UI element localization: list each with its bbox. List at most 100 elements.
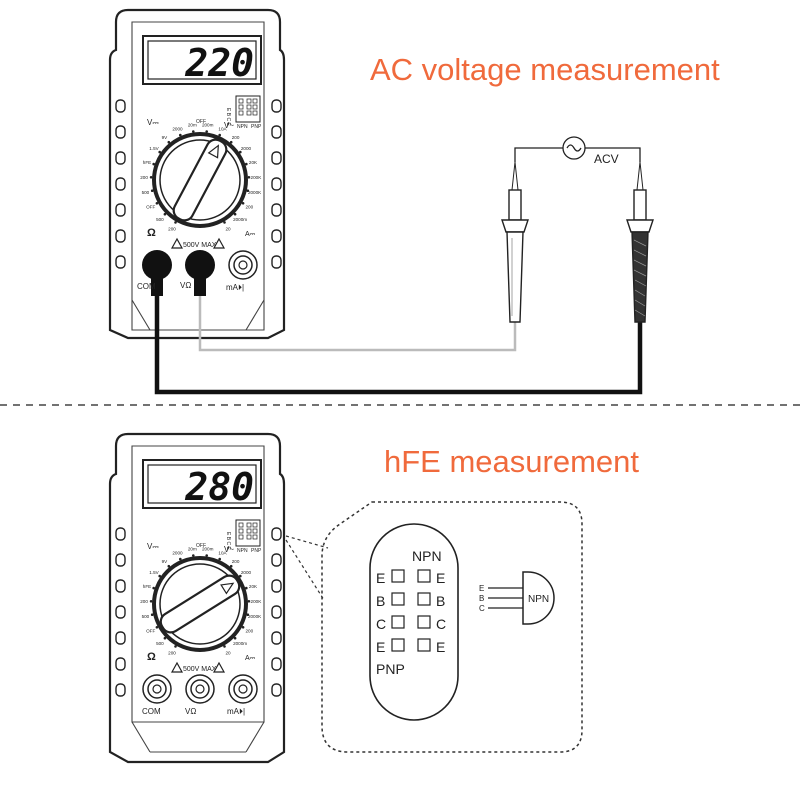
multimeter-top: 220 E B C E NPN PNP V⎓ V~ OFF (108, 8, 286, 340)
ohm-label: Ω (147, 227, 156, 239)
vohm-label: VΩ (185, 707, 196, 716)
warning-icon (170, 661, 184, 673)
dial-scale-label: 9V (162, 559, 169, 564)
dial-tick (179, 133, 182, 137)
dial-scale-label: 200 (140, 175, 148, 180)
ma-label: mA⏵| (227, 707, 245, 716)
dial-scale-label: 2000 (241, 146, 252, 151)
ma-jack[interactable] (228, 674, 258, 704)
ma-label: mA⏵| (226, 283, 244, 292)
warning-icon (170, 237, 184, 249)
vohm-jack[interactable] (185, 674, 215, 704)
socket-hole (391, 569, 405, 583)
dial-tick (229, 140, 233, 144)
dial-tick (179, 557, 182, 561)
socket-pnp-label: PNP (251, 124, 262, 130)
socket-hole (417, 569, 431, 583)
dial-tick (155, 626, 159, 629)
dial-tick (223, 645, 226, 648)
socket-pin-label: B (376, 593, 385, 609)
off-label: OFF (196, 543, 206, 549)
dial-tick (149, 176, 153, 179)
dial-scale-label: 200 (245, 205, 253, 210)
meter-feet (131, 721, 265, 753)
dial-scale-label: 20 (225, 227, 231, 232)
lcd-reading: 280 (184, 465, 254, 509)
dial-tick (246, 613, 250, 616)
side-grips (115, 527, 282, 697)
socket-pnp-label: PNP (251, 548, 262, 554)
dial-scale-label: 500 (142, 614, 150, 619)
vohm-jack[interactable] (185, 250, 215, 296)
socket-hole (391, 592, 405, 606)
warning-icon (212, 661, 226, 673)
probe-light (501, 161, 529, 323)
dial-tick (205, 130, 208, 133)
callout-bubble (321, 501, 583, 753)
dial-tick (150, 613, 154, 616)
title-ac-voltage: AC voltage measurement (370, 52, 720, 87)
dial-scale-label: 2000m (233, 217, 247, 222)
dial-scale-label: hFE (143, 584, 151, 589)
socket-hole (417, 615, 431, 629)
dial-scale-label: 200 (168, 227, 176, 232)
dial-tick (229, 564, 233, 568)
dial-tick (167, 564, 171, 568)
dial-scale-label: OFF (146, 629, 155, 634)
transistor-pin-labels: EBC (479, 584, 485, 613)
dial-scale-label: 200 (140, 599, 148, 604)
dial-tick (245, 162, 248, 166)
socket-pnp-label: PNP (376, 661, 405, 677)
dial-tick (239, 150, 242, 154)
ac-source-icon (562, 136, 586, 160)
vdc-label: V⎓ (147, 118, 159, 127)
dial-tick (152, 162, 155, 166)
dial-tick (247, 176, 251, 179)
dial-knob[interactable] (171, 136, 230, 223)
socket-npn-label: NPN (237, 548, 248, 554)
rotary-dial[interactable] (152, 132, 248, 228)
dial-tick (167, 140, 171, 144)
transistor-pin-label: E (479, 584, 484, 593)
dial-scale-label: 200 (168, 651, 176, 656)
black-test-lead (154, 296, 643, 395)
dial-tick (155, 202, 159, 205)
title-hfe: hFE measurement (384, 444, 639, 479)
dial-scale-label: 2000 (172, 551, 183, 556)
vdc-label: V⎓ (147, 542, 159, 551)
dial-tick (158, 574, 161, 578)
dial-knob[interactable] (157, 572, 242, 636)
rotary-dial[interactable] (152, 556, 248, 652)
socket-pin-label: E (436, 639, 445, 655)
com-jack[interactable] (142, 674, 172, 704)
dial-tick (218, 133, 221, 137)
source-wire (514, 147, 641, 162)
dial-scale-label: 10A (218, 551, 227, 556)
dial-tick (246, 189, 250, 192)
com-jack[interactable] (142, 250, 172, 296)
socket-pin-label: B (436, 593, 445, 609)
dial-tick (149, 600, 153, 603)
dial-tick (158, 150, 161, 154)
transistor-pin-label: C (479, 604, 485, 613)
dial-scale-label: 500 (156, 217, 164, 222)
dial-tick (247, 600, 251, 603)
dial-tick (241, 626, 245, 629)
socket-pin-label: E (376, 570, 385, 586)
dial-scale-label: 200m (202, 123, 214, 128)
socket-pin-label: C (436, 616, 446, 632)
transistor-label: NPN (528, 594, 549, 605)
meter-inner-frame (131, 21, 265, 331)
ohm-label: Ω (147, 651, 156, 663)
ma-jack[interactable] (228, 250, 258, 280)
dial-scale-label: 20m (188, 123, 197, 128)
dial-tick (223, 221, 226, 224)
socket-hole (417, 638, 431, 652)
probe-dark (626, 161, 654, 323)
npn-transistor-icon (488, 571, 555, 625)
dial-tick (233, 212, 237, 216)
socket-npn-label: NPN (237, 124, 248, 130)
dial-tick (233, 636, 237, 640)
dial-scale-label: 20K (249, 584, 258, 589)
